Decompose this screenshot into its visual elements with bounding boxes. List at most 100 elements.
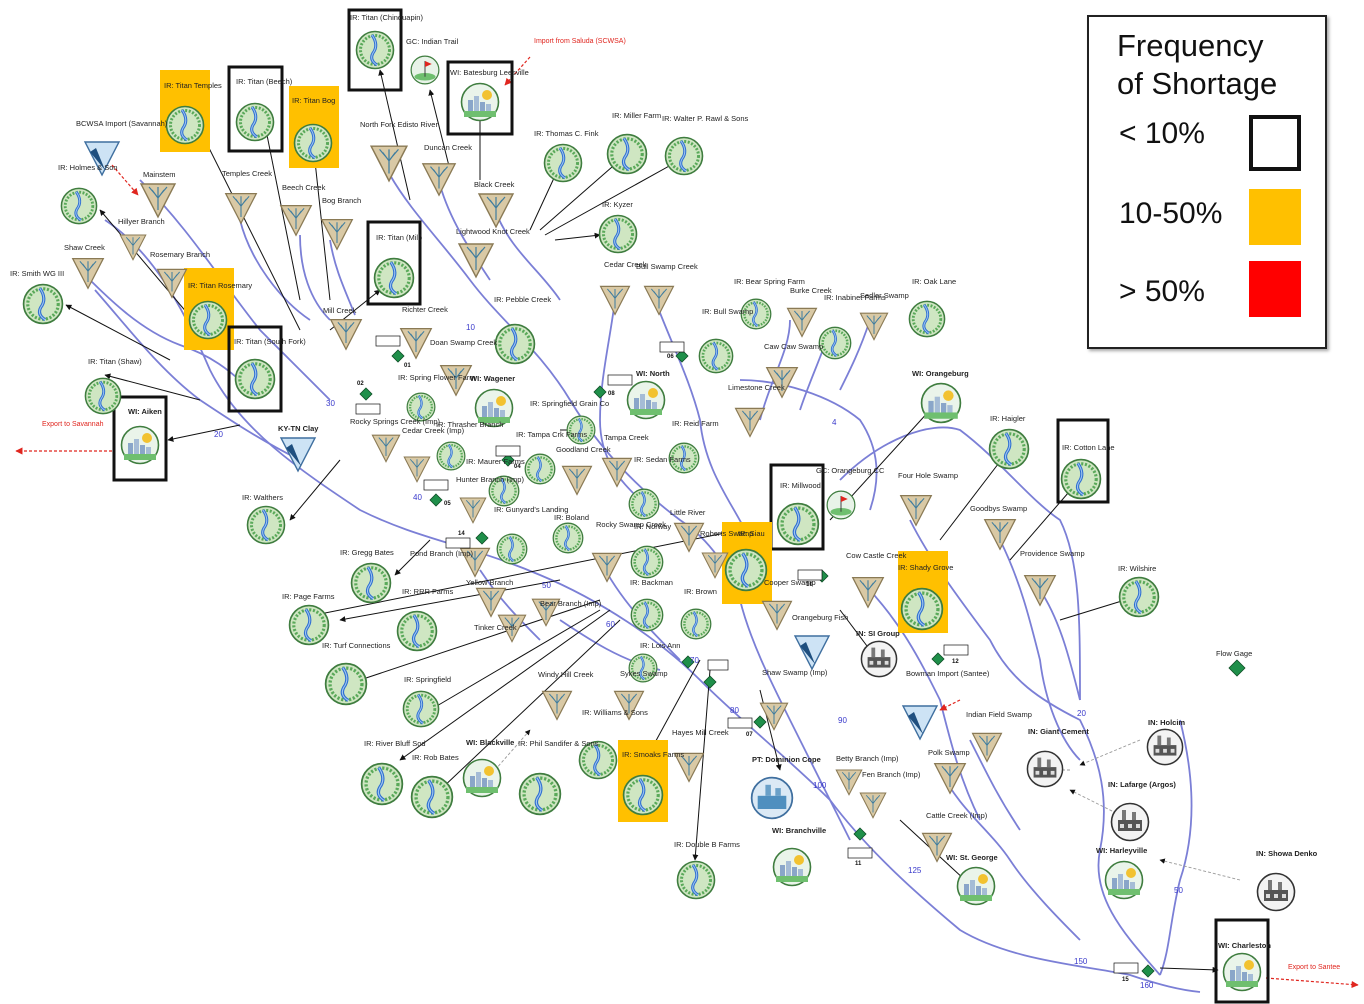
town-icon [772,847,812,887]
node-labels: IR: Titan (Chinquapin) GC: Indian Trail … [10,13,1318,950]
irrigation-icon [518,772,562,816]
node-label: Little River [670,508,706,517]
node-label: IR: Rob Bates [412,753,459,762]
gage-marker [753,715,767,729]
export-santee-note: Export to Santee [1288,964,1340,971]
river-mile: 125 [908,866,922,875]
node-label: KY-TN Clay [278,424,319,433]
node-label: Four Hole Swamp [898,471,958,480]
river-miles: 10 20 30 40 50 60 70 80 90 100 125 150 1… [214,323,1183,990]
node-label: IR: Spring Flower Farm [398,373,476,382]
gage-marker [681,655,695,669]
node-label: Caw Caw Swamp [764,342,823,351]
node-label: IR: Titan Temples [164,81,222,90]
node-label: Limestone Creek [728,383,785,392]
node-label: IN: Lafarge (Argos) [1108,780,1176,789]
river-mile: 30 [326,399,335,408]
irrigation-icon [900,587,944,631]
tributary-node [643,285,675,316]
node-label: IR: Shady Grove [898,563,953,572]
flow-gage-legend-label: Flow Gage [1216,649,1252,658]
node-label: Hillyer Branch [118,217,165,226]
river-mile: 4 [832,418,837,427]
river-mile: 20 [1077,709,1086,718]
node-label: GC: Orangeburg CC [816,466,885,475]
export-arrows [15,56,1359,989]
gage-id: 12 [952,659,959,665]
node-label: Lightwood Knot Creek [456,227,530,236]
node-label: WI: Aiken [128,407,162,416]
node-label: WI: Batesburg Leesville [450,68,529,77]
node-label: IR: River Bluff Sod [364,739,426,748]
tributary-node [371,434,401,463]
node-label: IR: Titan Bog [292,96,335,105]
node-label: IR: Titan (Beech) [236,77,293,86]
gage-id: 14 [458,531,465,537]
town-icon [1104,860,1144,900]
node-label: IR: Smoaks Farms [622,750,684,759]
node-label: Beech Creek [282,183,326,192]
node-label: Bear Branch (Imp) [540,599,602,608]
node-label: Cattle Creek (Imp) [926,811,988,820]
legend-title-line-1: Frequency [1117,28,1264,63]
node-label: IR: Boland [554,513,589,522]
node-label: Hayes Mill Creek [672,728,729,737]
node-label: IR: Sedan Farms [634,455,691,464]
node-label: Providence Swamp [1020,549,1085,558]
irrigation-icon [628,488,660,520]
node-label: Yellow Branch [466,578,513,587]
gage-marker [501,453,515,467]
gage-number-boxes [355,335,1139,974]
node-label: IR: Titan (South Fork) [234,337,306,346]
node-label: Polk Swamp [928,748,970,757]
town-icon [460,82,500,122]
node-label: IR: Pebble Creek [494,295,551,304]
node-label: IR: RRR Farms [402,587,453,596]
node-label: IR: Gunyard's Landing [494,505,568,514]
node-label: North Fork Edisto River [360,120,438,129]
node-label: IR: Kyzer [602,200,633,209]
power-plant-icon [750,776,794,820]
node-label: IR: Walthers [242,493,283,502]
river-mile: 60 [606,620,615,629]
irrigation-icon [622,774,664,816]
node-label: IR: Williams & Sons [582,708,648,717]
node-label: Pond Branch (Imp) [410,549,473,558]
node-label: IR: Millwood [780,481,821,490]
node-label: IR: Titan (Mill) [376,233,423,242]
river-mile: 80 [730,706,739,715]
legend-item-label: 10-50% [1119,197,1223,230]
node-label: Cedar Creek [604,260,647,269]
node-label: Mainstem [143,170,176,179]
node-label: IR: Springfield [404,675,451,684]
town-icon [462,758,502,798]
gage-marker [391,349,405,363]
gage-marker [703,675,717,689]
tributary-node [475,587,507,618]
legend-swatch-medium [1249,189,1301,245]
tributary-node [119,234,147,261]
node-label: IR: Norway [634,522,671,531]
irrigation-icon [402,690,440,728]
gage-id: 07 [746,732,753,738]
node-label: Betty Branch (Imp) [836,754,899,763]
irrigation-icon [676,860,716,900]
node-label: IR: Turf Connections [322,641,391,650]
tributary-node [900,494,932,526]
golf-course-icon [410,55,440,85]
tributary-node [280,204,312,236]
node-label: IR: Bull Swamp [702,307,753,316]
node-label: Sadler Swamp [860,291,909,300]
node-label: IR: Page Farms [282,592,335,601]
node-label: IN: SI Group [856,629,900,638]
legend-swatch-high [1249,261,1301,317]
gage-marker [931,652,945,666]
node-label: Black Creek [474,180,515,189]
gage-marker [359,387,373,401]
irrigation-icon [598,214,638,254]
node-label: WI: Wagener [470,374,515,383]
node-label: Tinker Creek [474,623,517,632]
tributary-node [330,318,362,350]
node-label: IR: Miller Farm [612,111,661,120]
